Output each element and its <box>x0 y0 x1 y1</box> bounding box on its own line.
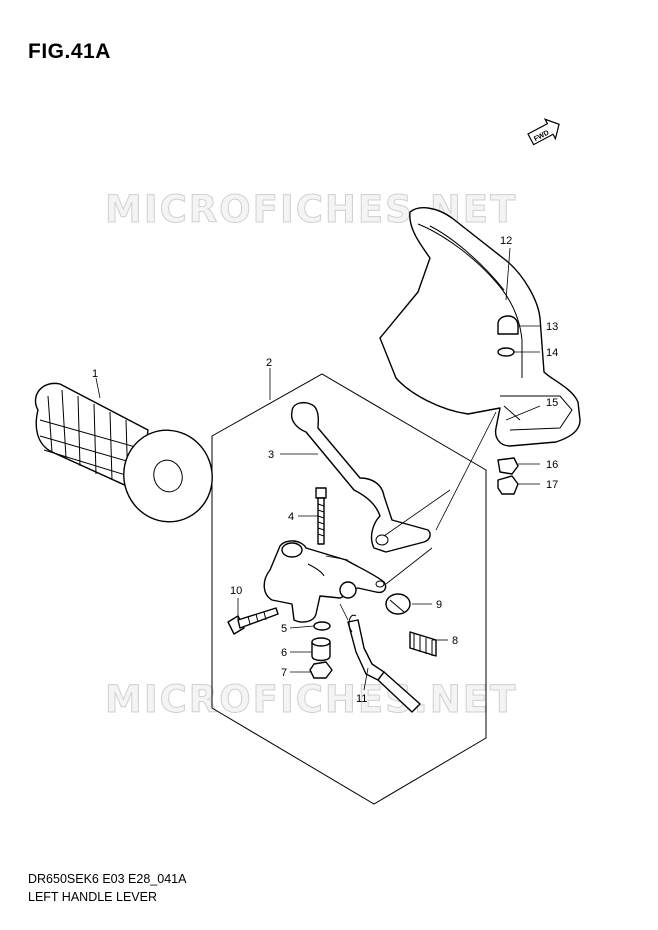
callout-4: 4 <box>288 511 294 523</box>
handguard-part <box>379 207 581 447</box>
callout-5: 5 <box>281 623 287 635</box>
callout-17: 17 <box>546 479 558 491</box>
callout-10: 10 <box>230 585 242 597</box>
cable-adjuster-part <box>409 631 437 657</box>
grip-part <box>34 382 213 523</box>
figure-title: FIG.41A <box>28 40 111 63</box>
callout-1: 1 <box>92 368 98 380</box>
lever-assembly-outline <box>211 373 487 805</box>
collar-part <box>311 637 331 662</box>
cap-nut-part <box>497 315 519 335</box>
watermark-bottom: MICROFICHES.NET <box>105 678 517 721</box>
callout-3: 3 <box>268 449 274 461</box>
nut-part <box>309 661 333 679</box>
pivot-bolt-part <box>315 487 327 545</box>
callout-16: 16 <box>546 459 558 471</box>
callout-11: 11 <box>356 693 367 705</box>
fwd-arrow-icon: FWD <box>527 118 560 146</box>
clutch-switch-part <box>347 614 421 713</box>
flange-nut-part <box>497 457 519 475</box>
adjuster-nut-part <box>385 593 411 615</box>
clutch-lever-part <box>290 401 431 553</box>
callout-14: 14 <box>546 347 558 359</box>
callout-9: 9 <box>436 599 442 611</box>
washer-part <box>497 347 515 357</box>
callout-7: 7 <box>281 667 287 679</box>
lever-holder-part <box>263 540 387 623</box>
washer-part <box>313 621 331 631</box>
clamp-screw-part <box>227 607 279 635</box>
callout-2: 2 <box>266 357 272 369</box>
diagram-name: LEFT HANDLE LEVER <box>28 890 157 904</box>
callout-leaders <box>95 247 541 691</box>
callout-12: 12 <box>500 235 512 247</box>
callout-13: 13 <box>546 321 558 333</box>
diagram-code: DR650SEK6 E03 E28_041A <box>28 872 187 886</box>
callout-15: 15 <box>546 397 558 409</box>
nut-part <box>497 475 519 495</box>
callout-6: 6 <box>281 647 287 659</box>
callout-8: 8 <box>452 635 458 647</box>
